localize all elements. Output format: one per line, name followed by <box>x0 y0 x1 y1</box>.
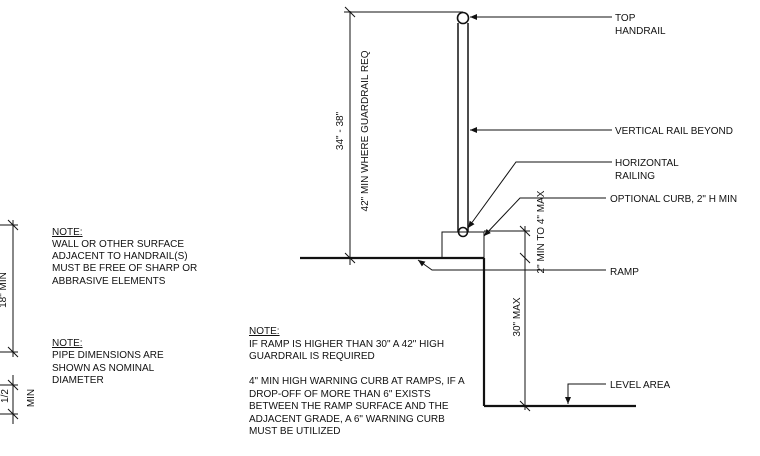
pipe-note-line: PIPE DIMENSIONS ARE <box>52 350 164 361</box>
dim-left-min-1: 18" MIN <box>0 272 9 308</box>
callout-horizontal-railing-1: HORIZONTAL <box>615 158 679 169</box>
callout-vertical-rail: VERTICAL RAIL BEYOND <box>615 126 733 137</box>
ramp-note-line: MUST BE UTILIZED <box>249 426 341 437</box>
wall-note-line: MUST BE FREE OF SHARP OR <box>52 263 197 274</box>
optional-curb <box>441 231 485 259</box>
dim-left-min-2: MIN <box>26 389 37 407</box>
wall-note-line: WALL OR OTHER SURFACE <box>52 239 184 250</box>
dim-left-fraction: 1/2 <box>0 389 11 403</box>
wall-note-line: ADJACENT TO HANDRAIL(S) <box>52 251 188 262</box>
wall-note-title: NOTE: <box>52 227 83 238</box>
dim-rail-height: 34" - 38" <box>335 111 346 150</box>
ramp-note-line: BETWEEN THE RAMP SURFACE AND THE <box>249 401 449 412</box>
ramp-note-line: IF RAMP IS HIGHER THAN 30" A 42" HIGH <box>249 339 444 350</box>
pipe-note-line: DIAMETER <box>52 375 104 386</box>
horizontal-railing-pipe <box>457 226 469 238</box>
ramp-note-title: NOTE: <box>249 326 280 337</box>
callout-ramp: RAMP <box>610 267 639 278</box>
dim-guardrail-height: 42" MIN WHERE GUARDRAIL REQ <box>360 50 371 211</box>
pipe-note: NOTE: PIPE DIMENSIONS ARE SHOWN AS NOMIN… <box>52 338 164 386</box>
pipe-note-title: NOTE: <box>52 338 83 349</box>
callout-top-handrail-1: TOP <box>615 13 636 24</box>
ramp-note-line: DROP-OFF OF MORE THAN 6" EXISTS <box>249 389 431 400</box>
leader-level-area <box>565 383 606 404</box>
ramp-note: NOTE: IF RAMP IS HIGHER THAN 30" A 42" H… <box>249 326 465 437</box>
wall-note: NOTE: WALL OR OTHER SURFACE ADJACENT TO … <box>52 227 197 287</box>
top-handrail-pipe <box>456 11 470 25</box>
dim-curb-gap: 2" MIN TO 4" MAX <box>536 190 547 273</box>
ramp-note-line: GUARDRAIL IS REQUIRED <box>249 351 375 362</box>
callout-top-handrail-2: HANDRAIL <box>615 26 666 37</box>
leader-ramp <box>417 259 606 271</box>
leaders <box>417 14 612 404</box>
callout-optional-curb: OPTIONAL CURB, 2" H MIN <box>610 194 737 205</box>
pipe-note-line: SHOWN AS NOMINAL <box>52 363 155 374</box>
leader-optional-curb <box>483 197 606 237</box>
callout-level-area: LEVEL AREA <box>610 380 671 391</box>
callout-horizontal-railing-2: RAILING <box>615 171 655 182</box>
ramp-note-line: 4" MIN HIGH WARNING CURB AT RAMPS, IF A <box>249 376 465 387</box>
ramp-note-line: ADJACENT GRADE, A 6" WARNING CURB <box>249 414 445 425</box>
structure <box>300 11 636 408</box>
dimension-lines <box>0 6 531 424</box>
leader-horizontal-railing <box>467 161 612 229</box>
wall-note-line: ABBRASIVE ELEMENTS <box>52 276 166 287</box>
dim-drop: 30" MAX <box>512 297 523 336</box>
